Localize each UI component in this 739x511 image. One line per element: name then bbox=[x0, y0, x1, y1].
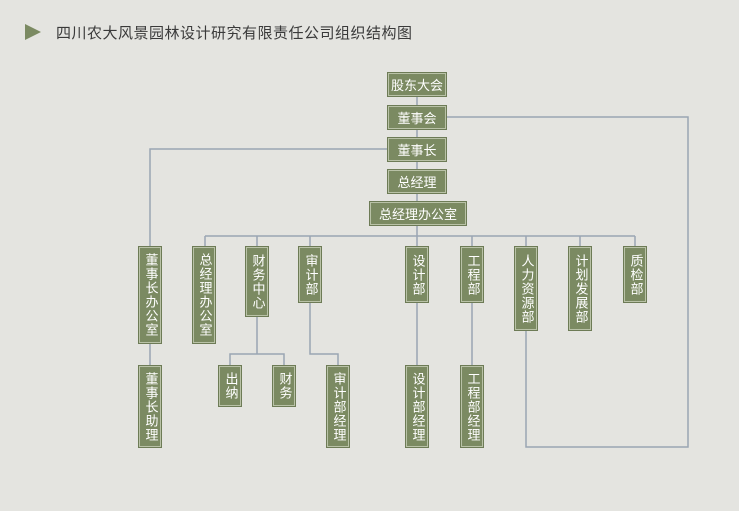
node-gm-office-vertical: 总经理办公室 bbox=[193, 247, 215, 343]
node-chairman-office: 董事长办公室 bbox=[139, 247, 161, 343]
node-audit-dept: 审计部 bbox=[299, 247, 321, 302]
node-gm-office: 总经理办公室 bbox=[370, 202, 466, 225]
node-planning-dept: 计划发展部 bbox=[569, 247, 591, 330]
node-engineering-dept: 工程部 bbox=[461, 247, 483, 302]
node-design-dept: 设计部 bbox=[406, 247, 428, 302]
node-shareholders: 股东大会 bbox=[388, 73, 446, 96]
node-chairman-assistant: 董事长助理 bbox=[139, 366, 161, 447]
node-hr-dept: 人力资源部 bbox=[515, 247, 537, 330]
node-chairman: 董事长 bbox=[388, 138, 446, 161]
node-qc-dept: 质检部 bbox=[624, 247, 646, 302]
node-general-manager: 总经理 bbox=[388, 170, 446, 193]
node-board: 董事会 bbox=[388, 106, 446, 129]
play-triangle-icon bbox=[25, 24, 41, 40]
page-title: 四川农大风景园林设计研究有限责任公司组织结构图 bbox=[56, 24, 413, 42]
node-cashier: 出纳 bbox=[219, 366, 241, 406]
node-engineering-manager: 工程部经理 bbox=[461, 366, 483, 447]
node-design-manager: 设计部经理 bbox=[406, 366, 428, 447]
node-accounting: 财务 bbox=[273, 366, 295, 406]
node-audit-manager: 审计部经理 bbox=[327, 366, 349, 447]
node-finance-center: 财务中心 bbox=[246, 247, 268, 316]
